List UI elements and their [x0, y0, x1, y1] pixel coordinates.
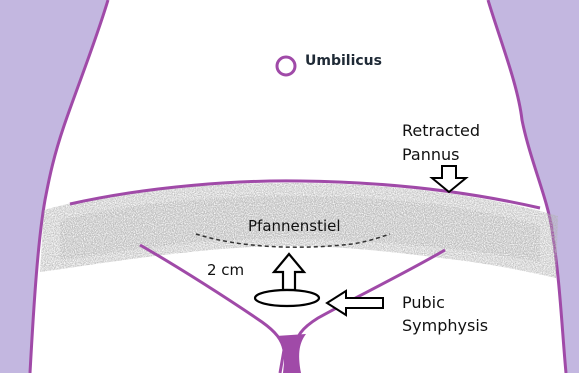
- up-arrow-icon: [274, 254, 304, 290]
- pfannenstiel-label: Pfannenstiel: [248, 219, 341, 234]
- pubic-label: Pubic: [402, 295, 445, 311]
- left-background: [0, 0, 108, 373]
- left-arrow-icon: [327, 291, 383, 315]
- ellipse-icon: [255, 290, 319, 306]
- umbilicus-label: Umbilicus: [305, 54, 382, 68]
- pannus-label: Pannus: [402, 147, 460, 163]
- down-arrow-icon: [432, 166, 466, 192]
- ring-icon: [277, 57, 295, 75]
- retracted-label: Retracted: [402, 123, 480, 139]
- right-background: [488, 0, 579, 373]
- distance-label: 2 cm: [207, 263, 244, 278]
- symphysis-label: Symphysis: [402, 318, 488, 334]
